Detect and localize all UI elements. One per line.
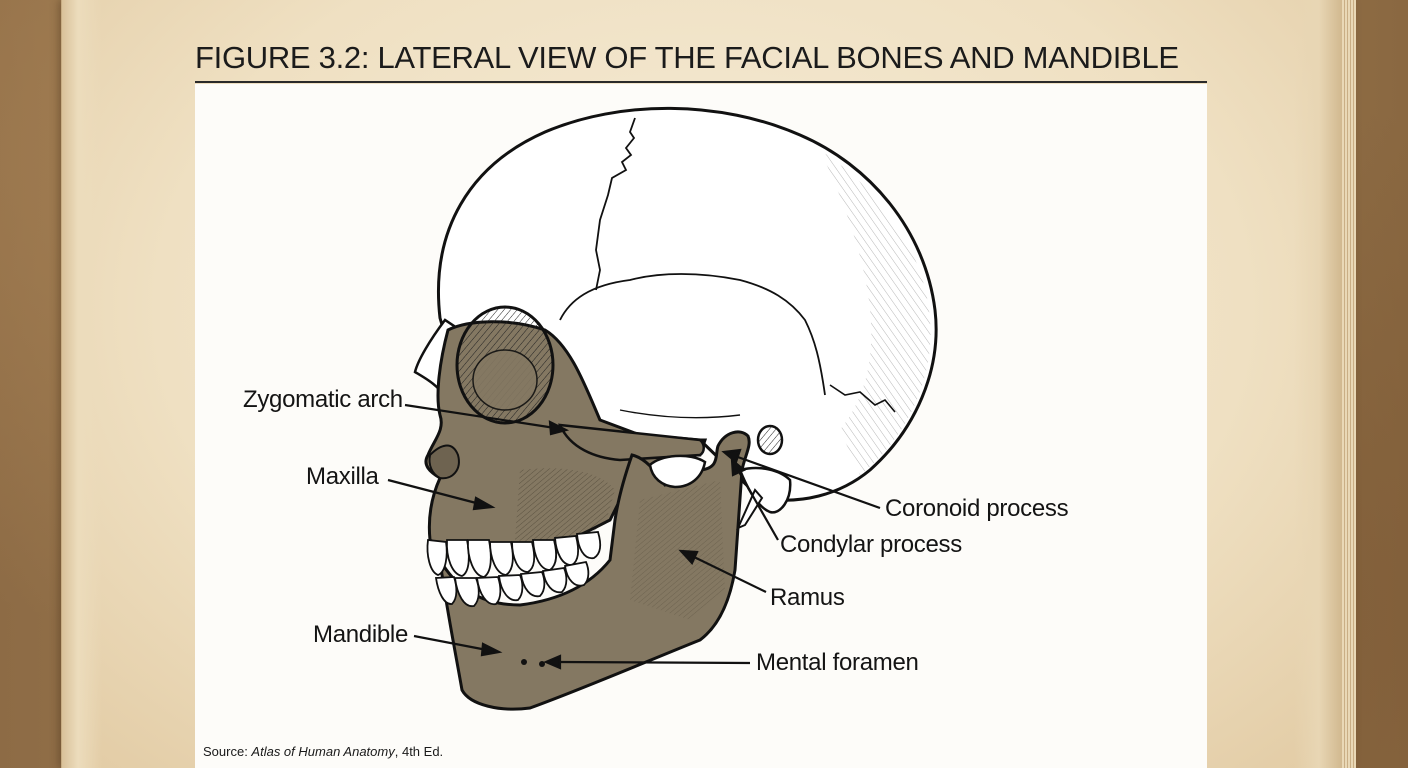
leader-zygomatic-arch (404, 403, 556, 430)
leader-condylar-process (737, 469, 779, 541)
label-ramus: Ramus (770, 584, 845, 611)
figure-title: FIGURE 3.2: LATERAL VIEW OF THE FACIAL B… (195, 40, 1179, 75)
nasal-cavity (428, 444, 460, 480)
ramus-shading (630, 480, 725, 620)
cranium-shading (820, 150, 931, 475)
source-book-title: Atlas of Human Anatomy (251, 744, 395, 759)
leader-mental-foramen (557, 660, 751, 665)
label-mandible: Mandible (313, 621, 408, 648)
arrowhead-mandible (480, 642, 503, 657)
mental-foramen-dot (539, 661, 545, 667)
label-mental-foramen: Mental foramen (756, 649, 919, 676)
leader-maxilla (387, 478, 481, 506)
zygomatic-arch (557, 423, 705, 462)
source-edition: , 4th Ed. (394, 744, 444, 759)
leader-ramus (691, 555, 767, 593)
sigmoid-notch (648, 454, 707, 489)
arrowhead-maxilla (472, 496, 496, 511)
title-underline (195, 81, 1207, 83)
leader-coronoid-process (734, 454, 881, 510)
external-auditory-meatus (756, 424, 784, 456)
label-maxilla: Maxilla (306, 463, 379, 490)
squamous-suture (559, 273, 826, 396)
arrowhead-coronoid-process (721, 448, 742, 464)
source-prefix: Source: (203, 744, 252, 759)
lambdoid-suture (829, 384, 896, 413)
arrowhead-condylar-process (730, 457, 747, 477)
page-gutter-right (1294, 0, 1344, 768)
orbit-floor (472, 349, 538, 411)
teeth (426, 531, 602, 607)
arrowhead-ramus (678, 549, 699, 565)
mental-foramen-dot (521, 659, 527, 665)
temporal-line (619, 409, 741, 419)
arrowhead-zygomatic-arch (548, 420, 570, 436)
leader-mandible (413, 634, 488, 652)
label-condylar-process: Condylar process (780, 531, 962, 558)
coronal-suture (595, 117, 636, 291)
page-stack-edge (1342, 0, 1356, 768)
maxilla-shading (515, 468, 615, 542)
source-citation: Source: Atlas of Human Anatomy, 4th Ed. (203, 744, 443, 759)
arrowhead-mental-foramen (543, 654, 562, 670)
label-zygomatic-arch: Zygomatic arch (243, 386, 403, 413)
label-coronoid-process: Coronoid process (885, 495, 1069, 522)
page-gutter-left (62, 0, 102, 768)
